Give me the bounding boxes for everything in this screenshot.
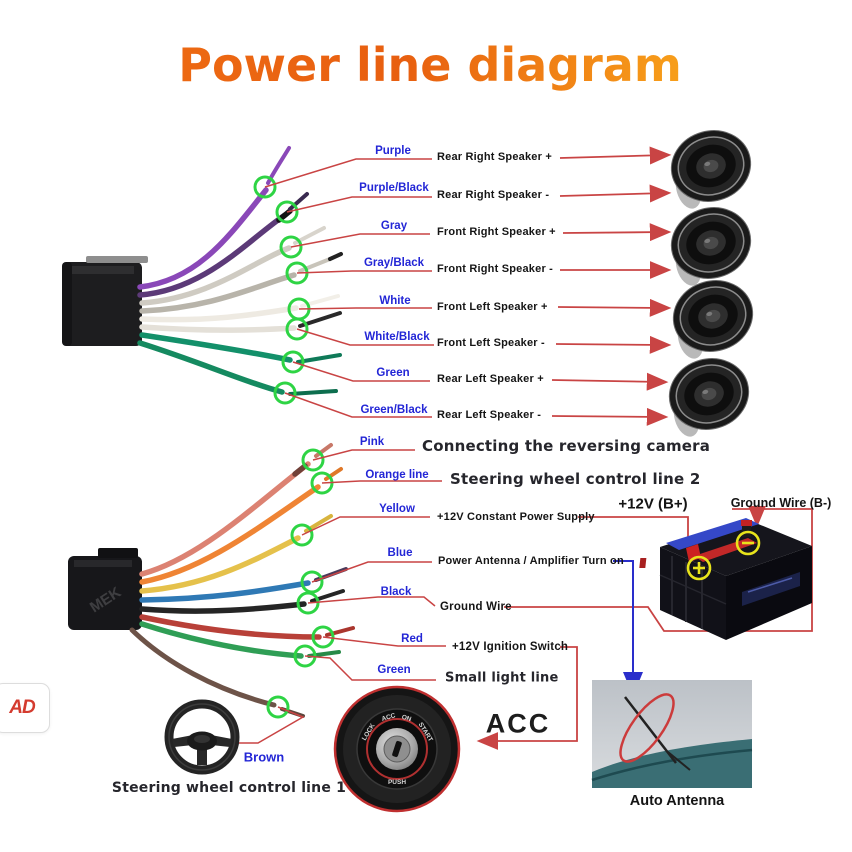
wire-function-label: Steering wheel control line 1 bbox=[111, 780, 347, 796]
wire-color-label: Orange line bbox=[365, 469, 429, 481]
wire-tip-marker bbox=[279, 235, 303, 259]
wire-tip-marker bbox=[296, 591, 320, 615]
speaker-icon bbox=[664, 270, 763, 363]
wire-function-label: Small light line bbox=[445, 670, 559, 686]
top-harness-connector bbox=[62, 256, 148, 346]
wire-function-label: +12V Constant Power Supply bbox=[437, 511, 595, 523]
wire-tip-marker bbox=[290, 523, 314, 547]
wire-tip-marker bbox=[266, 695, 290, 719]
wire-color-label: Red bbox=[401, 633, 423, 645]
wire-function-label: Rear Left Speaker - bbox=[437, 409, 542, 421]
wire-color-label: Green bbox=[376, 367, 410, 379]
wire-color-label: Black bbox=[380, 586, 412, 598]
speaker-icon bbox=[662, 197, 761, 290]
wire-tip-marker bbox=[281, 350, 305, 374]
wire-color-label: Green bbox=[377, 664, 411, 676]
antenna-photo bbox=[591, 680, 753, 788]
antenna-line bbox=[613, 560, 643, 696]
page-title: Power line diagram bbox=[150, 38, 710, 92]
wire-tip-marker bbox=[275, 200, 299, 224]
wire-color-label: Purple bbox=[375, 145, 411, 157]
bottom-harness-connector: MEK bbox=[68, 548, 142, 630]
top-wires bbox=[137, 146, 343, 396]
wire-function-label: Rear Right Speaker - bbox=[437, 189, 550, 201]
wire-function-label: Front Right Speaker + bbox=[437, 226, 556, 238]
wire-color-label: White bbox=[379, 295, 411, 307]
wire-function-label: +12V Ignition Switch bbox=[452, 641, 569, 653]
acc-line bbox=[476, 646, 578, 750]
wire-tip-marker bbox=[273, 381, 297, 405]
speaker-arrows bbox=[551, 146, 672, 426]
speaker-icon bbox=[660, 348, 759, 441]
ignition-push-label: PUSH bbox=[388, 779, 406, 786]
battery-positive-label: +12V (B+) bbox=[618, 495, 688, 513]
wire-function-label: Power Antenna / Amplifier Turn on bbox=[438, 555, 624, 567]
battery-negative-label: Ground Wire (B-) bbox=[730, 496, 832, 510]
wire-function-label: Front Left Speaker + bbox=[437, 301, 548, 313]
wire-color-label: Pink bbox=[359, 436, 385, 448]
battery-illustration bbox=[639, 518, 812, 640]
ignition-acc-label: ACC bbox=[381, 712, 397, 723]
wire-function-label: Front Left Speaker - bbox=[437, 337, 545, 349]
brand-logo: AD bbox=[0, 683, 50, 733]
wire-color-label: Blue bbox=[387, 547, 413, 559]
wire-tip-marker bbox=[300, 570, 324, 594]
wire-tip-marker bbox=[293, 644, 317, 668]
antenna-highlight-oval bbox=[619, 693, 675, 763]
ignition-on-label: ON bbox=[401, 714, 413, 724]
wire-tip-marker bbox=[285, 317, 309, 341]
steering-wheel-icon bbox=[164, 699, 240, 775]
wire-function-label: Steering wheel control line 2 bbox=[450, 470, 701, 488]
speaker-icon bbox=[662, 120, 761, 213]
antenna-caption: Auto Antenna bbox=[629, 793, 725, 809]
ignition-switch-icon: LOCK ACC ON START PUSH bbox=[333, 685, 461, 813]
wire-color-label: Brown bbox=[243, 749, 285, 765]
wire-color-label: Gray bbox=[380, 220, 408, 232]
wire-color-label: Green/Black bbox=[360, 404, 428, 416]
wire-function-label: Rear Left Speaker + bbox=[437, 373, 544, 385]
top-wire-tip-markers bbox=[253, 175, 311, 405]
wire-tip-marker bbox=[253, 175, 277, 199]
top-leader-lines bbox=[264, 158, 434, 418]
wire-color-label: Yellow bbox=[379, 503, 415, 515]
wire-tip-marker bbox=[311, 625, 335, 649]
wire-color-label: White/Black bbox=[364, 331, 430, 343]
wire-function-label: Rear Right Speaker + bbox=[437, 151, 552, 163]
speakers bbox=[660, 120, 763, 441]
wire-function-label: Ground Wire bbox=[440, 601, 512, 613]
wire-function-label: Connecting the reversing camera bbox=[422, 437, 711, 455]
bottom-wires bbox=[129, 443, 355, 718]
wire-color-label: Gray/Black bbox=[363, 257, 425, 269]
wire-tip-marker bbox=[301, 448, 325, 472]
wire-color-label: Purple/Black bbox=[359, 182, 429, 194]
wire-function-label: Front Right Speaker - bbox=[437, 263, 554, 275]
acc-label: ACC bbox=[485, 708, 551, 739]
bottom-leader-lines bbox=[213, 449, 446, 744]
brand-logo-text: AD bbox=[9, 697, 35, 718]
